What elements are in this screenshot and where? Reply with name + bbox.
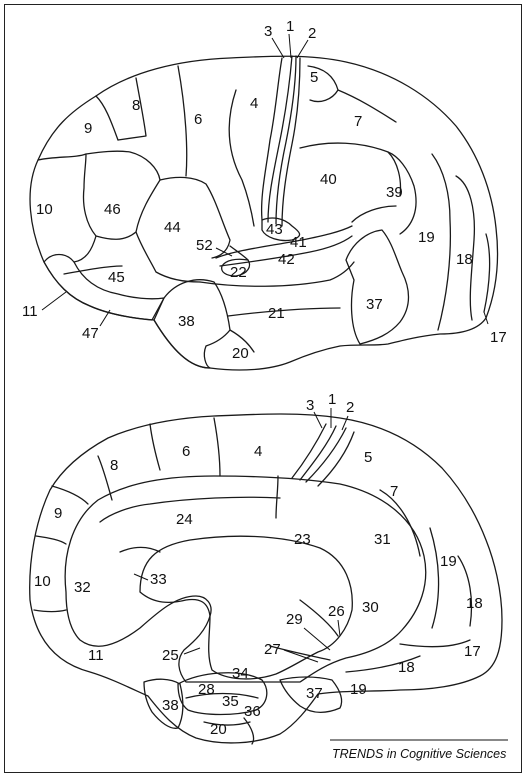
- medial-pointer-27: [283, 649, 319, 663]
- medial-cingulate-region: [64, 475, 427, 683]
- medial-pointer-25: [183, 647, 201, 655]
- lateral-label-46: 46: [104, 201, 121, 218]
- medial-label-19a: 19: [440, 553, 457, 570]
- lateral-label-8: 8: [132, 97, 140, 114]
- lateral-area-38: [153, 279, 231, 369]
- lateral-pointer-2: [296, 39, 309, 59]
- lateral-label-9: 9: [84, 120, 92, 137]
- medial-pointer-2: [341, 415, 349, 431]
- lateral-label-44: 44: [164, 219, 181, 236]
- medial-label-2: 2: [346, 399, 354, 416]
- medial-label-7: 7: [390, 483, 398, 500]
- lateral-pointer-11: [41, 291, 67, 311]
- lateral-label-22: 22: [230, 264, 247, 281]
- medial-label-38: 38: [162, 697, 179, 714]
- medial-corpus-region: [139, 535, 353, 680]
- lateral-pointer-47: [99, 309, 111, 327]
- lateral-label-40: 40: [320, 171, 337, 188]
- lateral-pointer-3: [271, 37, 285, 59]
- medial-label-9: 9: [54, 505, 62, 522]
- medial-label-27: 27: [264, 641, 281, 658]
- lateral-label-43: 43: [266, 221, 283, 238]
- lateral-label-10: 10: [36, 201, 53, 218]
- lateral-label-1: 1: [286, 18, 294, 35]
- lateral-label-7: 7: [354, 113, 362, 130]
- medial-label-8: 8: [110, 457, 118, 474]
- medial-label-24: 24: [176, 511, 193, 528]
- lateral-label-52: 52: [196, 237, 213, 254]
- lateral-label-37: 37: [366, 296, 383, 313]
- lateral-area-47-38-region: [43, 253, 165, 321]
- lateral-label-20: 20: [232, 345, 249, 362]
- medial-label-18b: 18: [398, 659, 415, 676]
- lateral-labels: 1 2 3 4 5 6 7 8 9 10 11 17 18 19 20 21 2…: [22, 18, 507, 362]
- medial-label-33: 33: [150, 571, 167, 588]
- medial-label-34: 34: [232, 665, 249, 682]
- lateral-label-4: 4: [250, 95, 258, 112]
- medial-label-3: 3: [306, 397, 314, 414]
- medial-label-32: 32: [74, 579, 91, 596]
- lateral-view: [29, 55, 499, 371]
- lateral-label-38: 38: [178, 313, 195, 330]
- credit-text: TRENDS in Cognitive Sciences: [332, 747, 507, 761]
- medial-view: [29, 413, 503, 745]
- medial-label-25: 25: [162, 647, 179, 664]
- lateral-label-47: 47: [82, 325, 99, 342]
- medial-label-4: 4: [254, 443, 262, 460]
- lateral-label-11: 11: [22, 303, 38, 320]
- medial-label-31: 31: [374, 531, 391, 548]
- medial-label-36: 36: [244, 703, 261, 720]
- lateral-label-3: 3: [264, 23, 272, 40]
- medial-label-18a: 18: [466, 595, 483, 612]
- medial-area-37: [279, 676, 343, 713]
- medial-pointer-29: [303, 627, 331, 651]
- lateral-label-41: 41: [290, 234, 307, 251]
- medial-label-35: 35: [222, 693, 239, 710]
- medial-label-23: 23: [294, 531, 311, 548]
- lateral-pointer-52: [215, 247, 233, 257]
- medial-label-10: 10: [34, 573, 51, 590]
- medial-labels: 1 2 3 4 5 6 7 8 9 10 11 17 18 18 19 19 2…: [34, 391, 483, 738]
- lateral-label-39: 39: [386, 184, 403, 201]
- medial-label-29: 29: [286, 611, 303, 628]
- medial-label-28: 28: [198, 681, 215, 698]
- medial-label-20: 20: [210, 721, 227, 738]
- lateral-label-19: 19: [418, 229, 435, 246]
- lateral-label-5: 5: [310, 69, 318, 86]
- lateral-label-21: 21: [268, 305, 285, 322]
- lateral-label-45: 45: [108, 269, 125, 286]
- medial-pointer-3: [313, 411, 323, 429]
- lateral-label-2: 2: [308, 25, 316, 42]
- medial-label-5: 5: [364, 449, 372, 466]
- medial-label-26: 26: [328, 603, 345, 620]
- medial-label-11: 11: [88, 647, 104, 664]
- lateral-area-37: [345, 229, 410, 345]
- lateral-label-6: 6: [194, 111, 202, 128]
- medial-label-1: 1: [328, 391, 336, 408]
- medial-label-30: 30: [362, 599, 379, 616]
- medial-brain-outline: [29, 413, 503, 744]
- lateral-pointer-1: [288, 33, 292, 59]
- lateral-pointer-17: [483, 311, 489, 325]
- lateral-label-42: 42: [278, 251, 295, 268]
- medial-pointer-26: [337, 619, 341, 637]
- medial-label-6: 6: [182, 443, 190, 460]
- medial-label-19b: 19: [350, 681, 367, 698]
- medial-label-17: 17: [464, 643, 481, 660]
- medial-label-37: 37: [306, 685, 323, 702]
- lateral-brain-outline: [29, 55, 499, 371]
- lateral-label-18: 18: [456, 251, 473, 268]
- medial-area-38: [143, 678, 184, 729]
- medial-pointer-33: [133, 573, 149, 581]
- lateral-label-17: 17: [490, 329, 507, 346]
